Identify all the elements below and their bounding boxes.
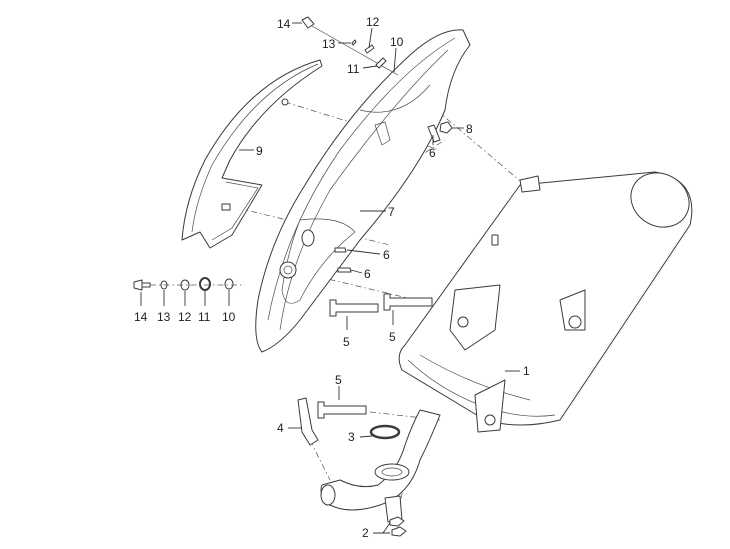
callout-12-top: 12 [366,15,380,29]
callout-14-row: 14 [134,310,148,324]
callout-14-top: 14 [277,17,291,31]
callout-7: 7 [388,205,395,219]
callout-13-top: 13 [322,37,336,51]
callout-10-top: 10 [390,35,404,49]
callout-12-row: 12 [178,310,192,324]
callout-5b: 5 [389,330,396,344]
callout-5a: 5 [343,335,350,349]
sensor-part-4 [297,397,319,446]
callout-2: 2 [362,526,369,540]
nut-part-8 [439,121,453,134]
callout-3: 3 [348,430,355,444]
callout-9: 9 [256,144,263,158]
callout-6b: 6 [383,248,390,262]
callout-11-row: 11 [198,310,211,324]
callout-labels: 14 13 12 11 10 9 8 6 7 6 6 14 13 12 11 1… [134,15,530,540]
bolts-part-5 [317,293,433,419]
nuts-part-2 [389,516,407,537]
side-cover-part-9 [181,59,323,249]
callout-8: 8 [466,122,473,136]
gasket-part-3 [369,424,401,440]
screws-part-6 [334,124,441,273]
callout-4: 4 [277,421,284,435]
callout-10-row: 10 [222,310,236,324]
callout-6c: 6 [364,267,371,281]
callout-13-row: 13 [157,310,171,324]
muffler-part-1 [398,171,693,433]
callout-5c: 5 [335,373,342,387]
top-fastener-stack [301,16,399,76]
callout-1: 1 [523,364,530,378]
bottom-row-fasteners [133,277,245,291]
heat-shield-part-7 [255,29,471,353]
callout-11-top: 11 [347,62,360,76]
leader-lines [140,22,520,534]
callout-6a: 6 [429,146,436,160]
